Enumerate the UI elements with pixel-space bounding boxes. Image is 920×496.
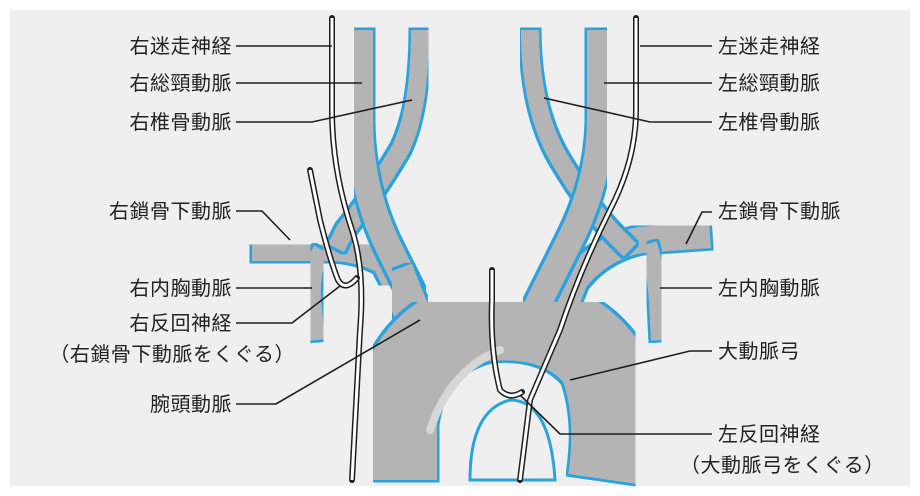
leader-lines: [236, 45, 712, 435]
label-left-internal-thoracic: 左内胸動脈: [718, 276, 821, 300]
label-right-internal-thoracic: 右内胸動脈: [129, 276, 232, 300]
label-left-subclavian: 左鎖骨下動脈: [718, 199, 841, 223]
leader-aortic-arch: [569, 350, 712, 381]
right-recurrent-laryngeal-nerve-core: [308, 169, 359, 287]
label-right-recurrent-laryngeal: 右反回神経: [129, 311, 232, 335]
left-recurrent-laryngeal-nerve-core: [490, 270, 523, 397]
label-left-vertebral: 左椎骨動脈: [718, 110, 821, 134]
label-right-common-carotid: 右総頸動脈: [129, 71, 232, 95]
label-left-vagus-nerve: 左迷走神経: [718, 34, 821, 58]
left-vagus-nerve-core: [518, 18, 638, 481]
arch-opening: [468, 398, 557, 482]
leader-brachiocephalic: [236, 319, 421, 405]
right-vagus-nerve-core: [330, 18, 363, 481]
arteries: [252, 29, 711, 486]
label-brachiocephalic: 腕頭動脈: [150, 392, 232, 416]
label-right-vertebral: 右椎骨動脈: [129, 110, 232, 134]
leader-left-vertebral: [543, 97, 712, 123]
leader-right-subclavian: [236, 210, 291, 241]
left-internal-thoracic-artery: [639, 241, 669, 341]
label-right-subclavian: 右鎖骨下動脈: [109, 199, 232, 223]
diagram-panel: [10, 10, 910, 486]
label-right-recurrent-note: （右鎖骨下動脈をくぐる）: [49, 342, 295, 366]
right-internal-thoracic-artery: [302, 245, 330, 341]
leader-right-vertebral: [236, 99, 413, 123]
label-left-common-carotid: 左総頸動脈: [718, 71, 821, 95]
leader-right-recurrent: [236, 285, 341, 324]
label-aortic-arch: 大動脈弓: [718, 339, 800, 363]
leader-left-recurrent: [519, 394, 712, 435]
right-vertebral-artery: [327, 29, 429, 253]
nerves: [307, 15, 639, 483]
aortic-arch: [353, 276, 656, 486]
label-left-recurrent-laryngeal: 左反回神経: [718, 422, 821, 446]
label-left-recurrent-note: （大動脈弓をくぐる）: [680, 453, 885, 477]
arch-highlight: [426, 346, 504, 434]
leader-left-subclavian: [685, 211, 712, 245]
label-right-vagus-nerve: 右迷走神経: [129, 34, 232, 58]
